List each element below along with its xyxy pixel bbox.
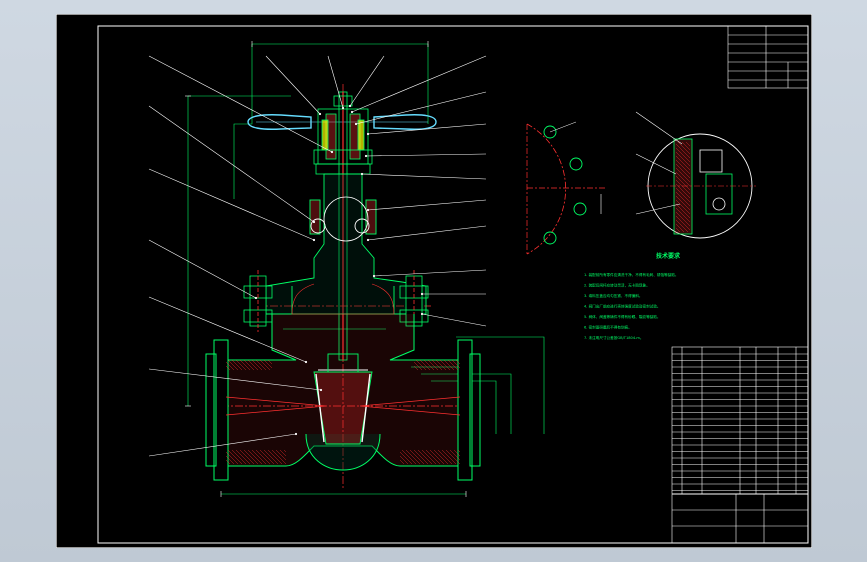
gate-valve-assembly-drawing: 技术要求 1. 装配前所有零件应清洗干净，不得有毛刺、锈蚀等缺陷。 2. 装配后阀… <box>55 13 813 549</box>
requirement-line: 2. 装配后阀杆应转动灵活，无卡阻现象。 <box>584 283 650 288</box>
section-hatching <box>225 141 691 465</box>
flange-bolts <box>243 270 429 332</box>
handwheel <box>247 114 437 130</box>
bonnet <box>265 173 427 315</box>
valve-stem <box>333 91 353 361</box>
requirement-line: 1. 装配前所有零件应清洗干净，不得有毛刺、锈蚀等缺陷。 <box>584 272 678 277</box>
requirement-line: 7. 未注明尺寸公差按GB/T1804-m。 <box>584 335 644 340</box>
sheet-border-inner <box>97 25 809 544</box>
detail-view-circle <box>635 111 756 239</box>
requirement-line: 5. 阀体、阀盖等铸件不得有砂眼、裂纹等缺陷。 <box>584 314 660 319</box>
requirement-line: 4. 阀门出厂前应进行壳体强度试验及密封试验。 <box>584 304 660 309</box>
sheet-border-outer <box>55 13 813 549</box>
flange-partial-view <box>526 121 606 255</box>
wedge-gate <box>313 353 373 445</box>
packing-gland <box>313 108 373 175</box>
title-block <box>671 346 809 544</box>
requirements-title: 技术要求 <box>656 252 681 260</box>
requirement-line: 3. 填料压盖应均匀压紧，不得偏斜。 <box>584 293 642 298</box>
parameter-table <box>727 25 809 89</box>
dimension-lines <box>187 43 545 495</box>
dimension-ticks <box>185 41 467 497</box>
valve-body <box>205 314 481 481</box>
section-arrows <box>225 396 461 416</box>
technical-requirements: 技术要求 1. 装配前所有零件应清洗干净，不得有毛刺、锈蚀等缺陷。 2. 装配后阀… <box>584 252 681 340</box>
drawing-canvas[interactable]: 技术要求 1. 装配前所有零件应清洗干净，不得有毛刺、锈蚀等缺陷。 2. 装配后阀… <box>55 13 813 549</box>
requirement-line: 6. 密封面研磨后不得有划痕。 <box>584 325 632 330</box>
part-leaders <box>148 55 487 457</box>
